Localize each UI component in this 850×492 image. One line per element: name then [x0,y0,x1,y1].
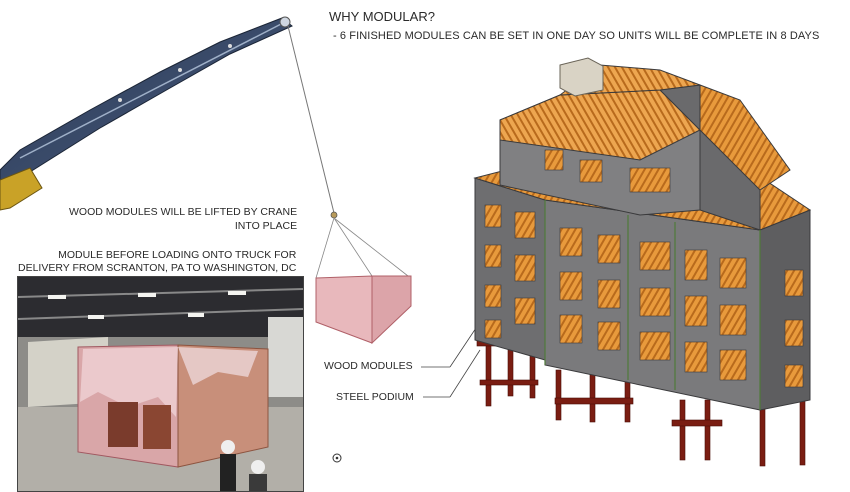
wood-modules-label: WOOD MODULES [324,360,413,372]
crane-boom [0,16,293,211]
crane-caption: WOOD MODULES WILL BE LIFTED BY CRANE INT… [69,205,297,233]
crane-caption-line-1: WOOD MODULES WILL BE LIFTED BY CRANE [69,206,298,218]
label-leaders [421,327,481,398]
factory-photo [17,276,304,492]
photo-caption-line-2: DELIVERY FROM SCRANTON, PA TO WASHINGTON… [18,262,297,274]
page-title: WHY MODULAR? [329,9,435,24]
benefit-bullet: - 6 FINISHED MODULES CAN BE SET IN ONE D… [333,30,820,42]
crane-rigging [287,25,409,279]
north-symbol-icon [332,453,342,463]
crane-caption-line-2: INTO PLACE [234,220,298,232]
building-model [473,57,812,411]
factory-photo-graphic [18,277,303,491]
photo-caption-line-1: MODULE BEFORE LOADING ONTO TRUCK FOR [58,249,297,261]
lifted-module [315,275,412,345]
photo-caption: MODULE BEFORE LOADING ONTO TRUCK FOR DEL… [18,249,296,275]
steel-podium-label: STEEL PODIUM [336,391,414,403]
